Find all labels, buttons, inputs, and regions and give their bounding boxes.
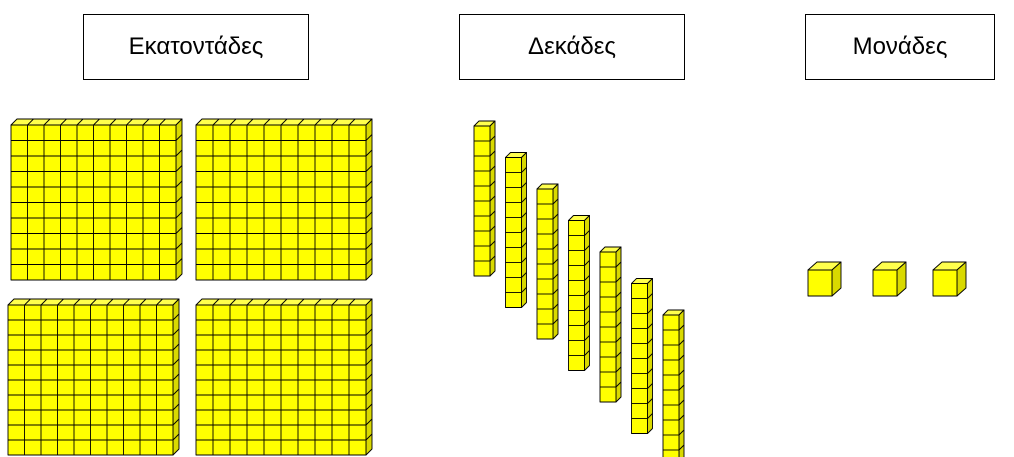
tens-rods bbox=[474, 121, 684, 457]
ten-rod bbox=[569, 216, 590, 371]
ten-rod bbox=[632, 279, 653, 434]
ten-rod bbox=[537, 184, 558, 339]
hundred-flat bbox=[8, 299, 179, 455]
unit-cube bbox=[933, 262, 966, 296]
ten-rod bbox=[474, 121, 495, 276]
unit-cube bbox=[808, 262, 841, 296]
hundred-flat bbox=[196, 299, 372, 455]
unit-cube bbox=[873, 262, 906, 296]
hundreds-blocks bbox=[8, 119, 372, 455]
unit-cubes bbox=[808, 262, 966, 296]
ten-rod bbox=[506, 153, 527, 308]
hundred-flat bbox=[196, 119, 372, 280]
hundred-flat bbox=[11, 119, 182, 280]
ten-rod bbox=[663, 310, 684, 457]
ten-rod bbox=[600, 247, 621, 402]
